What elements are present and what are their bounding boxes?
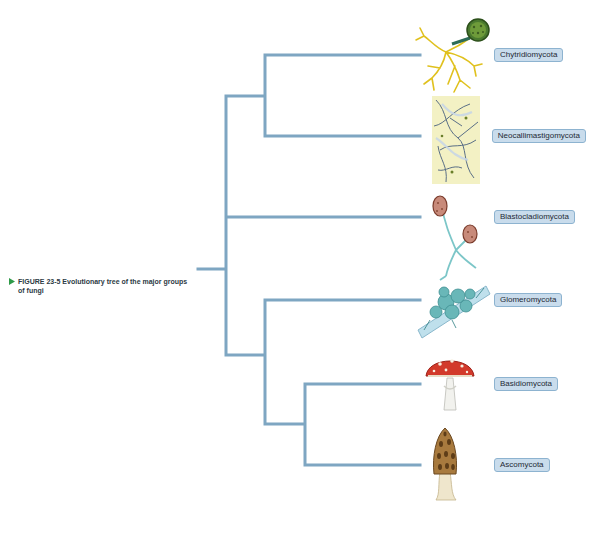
caption-marker (9, 278, 15, 285)
group-name: Chytridiomycota (500, 50, 557, 60)
group-label-box: Chytridiomycota (494, 48, 563, 62)
group-label-box: Blastocladiomycota (494, 210, 575, 224)
group-label-box: Neocallimastigomycota (492, 129, 586, 143)
group-name: Basidiomycota (500, 379, 552, 389)
glomeromycota-illustration (418, 286, 490, 338)
group-label-box: Basidiomycota (494, 377, 558, 391)
group-name: Ascomycota (500, 460, 544, 470)
mushroom-illustration (426, 359, 474, 410)
chytrid-illustration (416, 19, 489, 92)
blastocladiella-illustration (433, 196, 477, 280)
group-label-box: Ascomycota (494, 458, 550, 472)
group-name: Blastocladiomycota (500, 212, 569, 222)
group-name: Glomeromycota (500, 295, 556, 305)
morel-illustration (433, 428, 456, 500)
group-name: Neocallimastigomycota (498, 131, 580, 141)
figure-caption: FIGURE 23-5 Evolutionary tree of the maj… (18, 277, 190, 295)
neocallimastix-illustration (432, 96, 480, 184)
group-label-box: Glomeromycota (494, 293, 562, 307)
tree-branches (198, 55, 420, 465)
